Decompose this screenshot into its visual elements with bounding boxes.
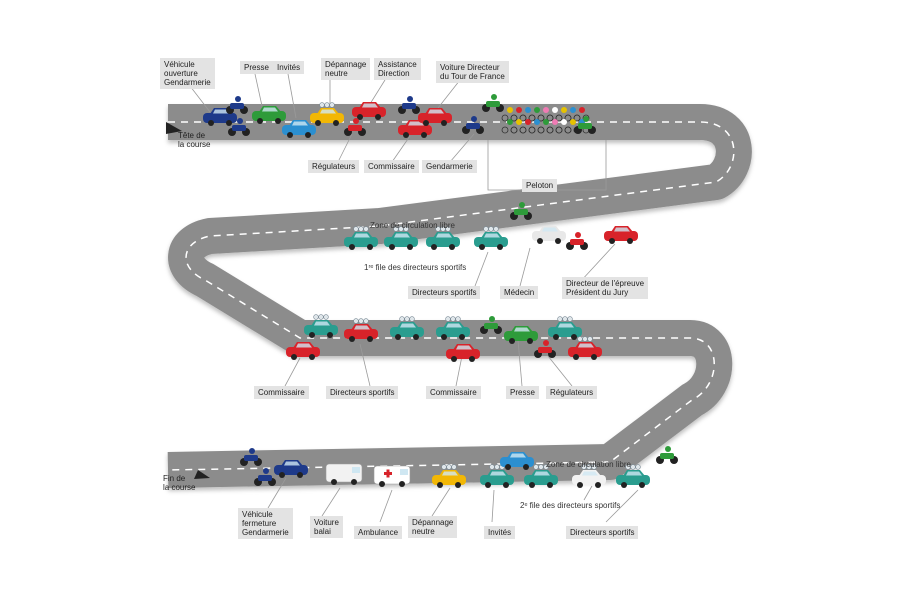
start-arrow-icon (166, 122, 182, 134)
label-commissaire-row3-right: Commissaire (426, 386, 481, 399)
sports-director-car (474, 226, 508, 250)
sports-director-car (616, 464, 650, 488)
ambulance (373, 465, 411, 487)
label-opening-gendarmerie: Véhicule ouverture Gendarmerie (160, 58, 215, 89)
regulator-moto (534, 340, 556, 358)
label-guests-top: Invités (273, 61, 305, 74)
commissaire-car (398, 120, 432, 138)
vehicles-layer (203, 94, 678, 488)
opening-gendarmerie-car (203, 108, 237, 126)
end-arrow-icon (194, 470, 210, 479)
label-guests-bottom: Invités (484, 526, 516, 539)
sports-director-car (390, 316, 424, 340)
gendarmerie-moto (240, 448, 262, 466)
gendarmerie-moto (462, 116, 484, 134)
free-zone-upper-label: Zone de circulation libre (370, 221, 455, 230)
label-gendarmerie: Gendarmerie (422, 160, 477, 173)
label-doctor: Médecin (500, 286, 539, 299)
guest-car (282, 120, 316, 138)
label-closing-gendarmerie: Véhicule fermeture Gendarmerie (238, 508, 293, 539)
label-sports-directors-row3: Directeurs sportifs (326, 386, 399, 399)
neutral-service-car (310, 102, 344, 126)
commissaire-car (286, 342, 320, 360)
doctor-car (532, 226, 566, 244)
press-moto (510, 202, 532, 220)
label-regulators-top: Régulateurs (308, 160, 360, 173)
guest-car (500, 452, 534, 470)
label-broom-wagon: Voiture balai (310, 516, 343, 538)
road (167, 104, 752, 488)
label-peloton: Peloton (522, 179, 558, 192)
label-direction-assistance: Assistance Direction (374, 58, 421, 80)
sports-director-car (426, 226, 460, 250)
neutral-service-car (432, 464, 466, 488)
press-moto (656, 446, 678, 464)
sports-director-car (436, 316, 470, 340)
broom-wagon (325, 463, 363, 485)
regulator-moto (566, 232, 588, 250)
gendarmerie-moto (226, 96, 248, 114)
race-tail-label: Fin de la course (163, 474, 196, 492)
free-zone-lower-label: Zone de circulation libre (546, 460, 631, 469)
label-tour-director-car: Voiture Directeur du Tour de France (436, 61, 509, 83)
closing-gendarmerie-car (274, 460, 308, 478)
label-race-director-jury: Directeur de l'épreuve Président du Jury (562, 277, 649, 299)
label-regulators-row3: Régulateurs (546, 386, 598, 399)
gendarmerie-moto (254, 468, 276, 486)
label-ambulance: Ambulance (354, 526, 403, 539)
commissaire-car (446, 344, 480, 362)
label-neutral-service-top: Dépannage neutre (321, 58, 371, 80)
press-car (252, 106, 286, 124)
race-director-car (604, 226, 638, 244)
press-moto (574, 116, 596, 134)
label-press-top: Presse (240, 61, 273, 74)
sports-director-car (344, 226, 378, 250)
sports-director-car (384, 226, 418, 250)
sports-director-car (568, 336, 602, 360)
guest-car (480, 464, 514, 488)
sports-director-car (548, 316, 582, 340)
race-head-label: Tête de la course (178, 131, 211, 149)
sports-director-car (524, 464, 558, 488)
sports-director-car (304, 314, 338, 338)
label-press-row3: Presse (506, 386, 539, 399)
first-file-label: 1ʳᵉ file des directeurs sportifs (364, 263, 467, 272)
direction-assistance-car (352, 102, 386, 120)
tour-director-car (418, 108, 452, 126)
gendarmerie-moto (228, 118, 250, 136)
gendarmerie-moto (398, 96, 420, 114)
sports-director-car (572, 464, 606, 488)
sports-director-car (344, 318, 378, 342)
label-sports-directors-row2: Directeurs sportifs (408, 286, 481, 299)
road-center-line (167, 121, 735, 471)
label-commissaire-row3-left: Commissaire (254, 386, 309, 399)
regulator-moto (344, 118, 366, 136)
press-moto (482, 94, 504, 112)
label-neutral-service-bottom: Dépannage neutre (408, 516, 458, 538)
press-car (504, 326, 538, 344)
label-sports-directors-row4: Directeurs sportifs (566, 526, 639, 539)
label-commissaire-top: Commissaire (364, 160, 419, 173)
second-file-label: 2ᵉ file des directeurs sportifs (520, 501, 621, 510)
press-moto (480, 316, 502, 334)
